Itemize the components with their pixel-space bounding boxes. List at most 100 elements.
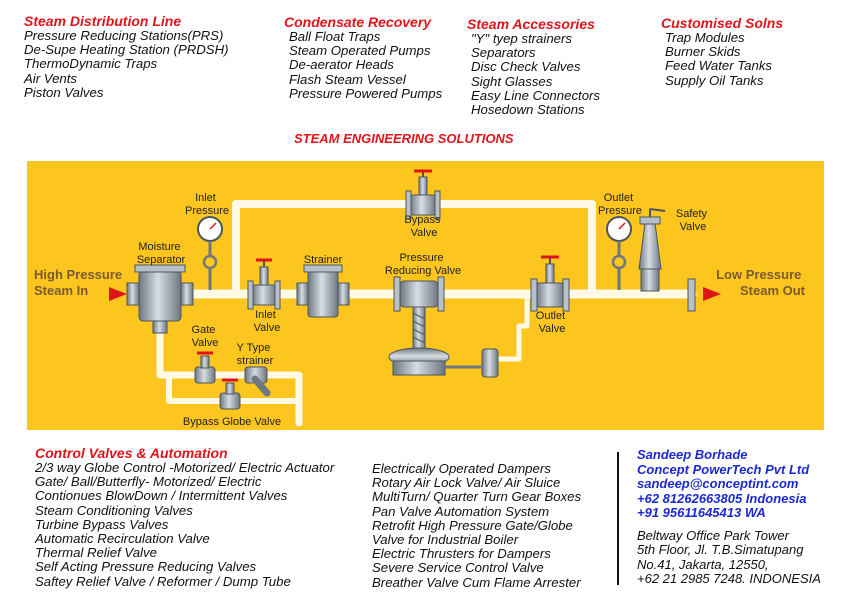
section-steam-distribution: Steam Distribution Line Pressure Reducin…: [24, 14, 229, 100]
outlet-valve-icon: [530, 255, 570, 312]
list-item: Sight Glasses: [471, 73, 553, 89]
bypass-globe-label: Bypass Globe Valve: [183, 416, 281, 428]
list-item: Feed Water Tanks: [665, 58, 773, 74]
list-item: Easy Line Connectors: [471, 87, 601, 103]
strainer-icon: [296, 264, 350, 318]
contact-address: Beltway Office Park Tower 5th Floor, Jl.…: [637, 527, 821, 587]
safety-valve-label: Safety Valve: [676, 208, 710, 233]
inlet-valve-label: Inlet Valve: [254, 309, 281, 334]
list-item: 2/3 way Globe Control -Motorized/ Electr…: [35, 460, 335, 475]
list-item: Air Vents: [24, 70, 78, 86]
list-item: Turbine Bypass Valves: [35, 516, 169, 532]
address-line: No.41, Jakarta, 12550,: [637, 556, 769, 572]
list-item: Burner Skids: [665, 44, 741, 60]
list-item: Gate/ Ball/Butterfly- Motorized/ Electri…: [35, 474, 262, 490]
section-dampers: Electrically Operated Dampers Rotary Air…: [372, 461, 581, 590]
list-item: De-Supe Heating Station (PRDSH): [24, 42, 229, 58]
section-list: Pressure Reducing Stations(PRS) De-Supe …: [24, 28, 229, 100]
section-list: Electrically Operated Dampers Rotary Air…: [372, 461, 581, 590]
list-item: ThermoDynamic Traps: [24, 56, 158, 72]
low-pressure-label: Low Pressure Steam Out: [716, 267, 806, 298]
center-title: STEAM ENGINEERING SOLUTIONS: [294, 131, 514, 146]
list-item: Electrically Operated Dampers: [372, 461, 551, 476]
bypass-valve-label: Bypass Valve: [404, 214, 443, 239]
list-item: Self Acting Pressure Reducing Valves: [35, 559, 257, 575]
list-item: Piston Valves: [24, 84, 104, 100]
section-customised-solns: Customised Solns Trap Modules Burner Ski…: [661, 16, 783, 88]
section-heading: Steam Distribution Line: [24, 13, 182, 29]
section-heading: Customised Solns: [661, 15, 784, 31]
list-item: Pressure Reducing Stations(PRS): [24, 28, 224, 43]
list-item: Electric Thrusters for Dampers: [372, 546, 551, 562]
outlet-flange: [687, 278, 696, 312]
contact-block: Sandeep Borhade Concept PowerTech Pvt Lt…: [637, 447, 821, 587]
strainer-label: Strainer: [304, 254, 343, 266]
list-item: Pan Valve Automation System: [372, 503, 550, 519]
section-steam-accessories: Steam Accessories "Y" tyep strainers Sep…: [467, 17, 600, 117]
prv-label: Pressure Reducing Valve: [385, 252, 461, 277]
bypass-valve-icon: [405, 169, 441, 220]
contact-divider: [617, 452, 619, 585]
contact-company: Concept PowerTech Pvt Ltd: [637, 461, 810, 477]
outlet-valve-label: Outlet Valve: [536, 310, 568, 335]
list-item: Steam Operated Pumps: [289, 43, 431, 59]
outlet-pressure-gauge-icon: [606, 216, 632, 290]
list-item: Thermal Relief Valve: [35, 545, 157, 561]
address-line: 5th Floor, Jl. T.B.Simatupang: [637, 542, 804, 557]
gate-valve-icon: [194, 351, 216, 384]
diagram-panel: High Pressure Steam In Low Pressure Stea…: [27, 161, 824, 430]
high-pressure-label: High Pressure Steam In: [34, 267, 126, 298]
list-item: Saftey Relief Valve / Reformer / Dump Tu…: [35, 573, 291, 589]
outlet-pressure-label: Outlet Pressure: [598, 192, 642, 217]
list-item: Separators: [471, 45, 536, 61]
sense-line: [494, 291, 530, 362]
contact-email[interactable]: sandeep@conceptint.com: [637, 476, 799, 491]
address-line: +62 21 2985 7248. INDONESIA: [637, 571, 821, 586]
address-line: Beltway Office Park Tower: [637, 527, 789, 543]
list-item: Severe Service Control Valve: [372, 560, 544, 576]
steam-diagram: High Pressure Steam In Low Pressure Stea…: [34, 169, 806, 428]
list-item: Valve for Industrial Boiler: [372, 532, 519, 548]
contact-phone-2: +91 95611645413 WA: [637, 505, 766, 520]
list-item: Pressure Powered Pumps: [289, 85, 443, 101]
inlet-pressure-label: Inlet Pressure: [185, 192, 229, 217]
section-heading: Steam Accessories: [467, 16, 595, 32]
section-heading: Control Valves & Automation: [35, 445, 228, 461]
list-item: De-aerator Heads: [289, 57, 394, 73]
section-list: Trap Modules Burner Skids Feed Water Tan…: [661, 30, 783, 88]
y-strainer-label: Y Type strainer: [237, 342, 274, 367]
list-item: Rotary Air Lock Valve/ Air Sluice: [372, 475, 561, 491]
inlet-pressure-gauge-icon: [197, 216, 223, 290]
gate-valve-label: Gate Valve: [192, 324, 219, 349]
list-item: Ball Float Traps: [289, 29, 381, 44]
moisture-separator-label: Moisture Separator: [137, 241, 186, 266]
list-item: Flash Steam Vessel: [289, 71, 406, 87]
list-item: Trap Modules: [665, 30, 745, 45]
list-item: Hosedown Stations: [471, 102, 585, 118]
section-list: 2/3 way Globe Control -Motorized/ Electr…: [35, 460, 335, 589]
list-item: Steam Conditioning Valves: [35, 502, 193, 518]
list-item: "Y" tyep strainers: [471, 31, 572, 46]
section-list: "Y" tyep strainers Separators Disc Check…: [467, 31, 601, 118]
list-item: Retrofit High Pressure Gate/Globe: [372, 517, 573, 533]
section-list: Ball Float Traps Steam Operated Pumps De…: [284, 29, 443, 101]
contact-name: Sandeep Borhade: [637, 447, 748, 462]
y-strainer-icon: [244, 366, 271, 397]
pressure-reducing-valve-icon: [388, 276, 499, 378]
section-control-valves: Control Valves & Automation 2/3 way Glob…: [35, 446, 334, 589]
section-condensate-recovery: Condensate Recovery Ball Float Traps Ste…: [284, 15, 442, 101]
inlet-arrow-icon: [109, 287, 127, 301]
moisture-separator: [126, 264, 194, 334]
contact-phone-1: +62 81262663805 Indonesia: [637, 490, 807, 506]
inlet-valve-icon: [247, 258, 281, 310]
list-item: Supply Oil Tanks: [665, 72, 764, 88]
outlet-arrow-icon: [703, 287, 721, 301]
safety-valve-icon: [638, 208, 666, 292]
list-item: Breather Valve Cum Flame Arrester: [372, 574, 581, 590]
section-heading: Condensate Recovery: [284, 14, 432, 30]
list-item: Disc Check Valves: [471, 59, 581, 75]
bypass-globe-valve-icon: [219, 378, 241, 410]
globe-bypass-pipe: [166, 372, 302, 404]
list-item: Automatic Recirculation Valve: [35, 531, 210, 547]
list-item: Contionues BlowDown / Intermittent Valve…: [35, 488, 288, 504]
